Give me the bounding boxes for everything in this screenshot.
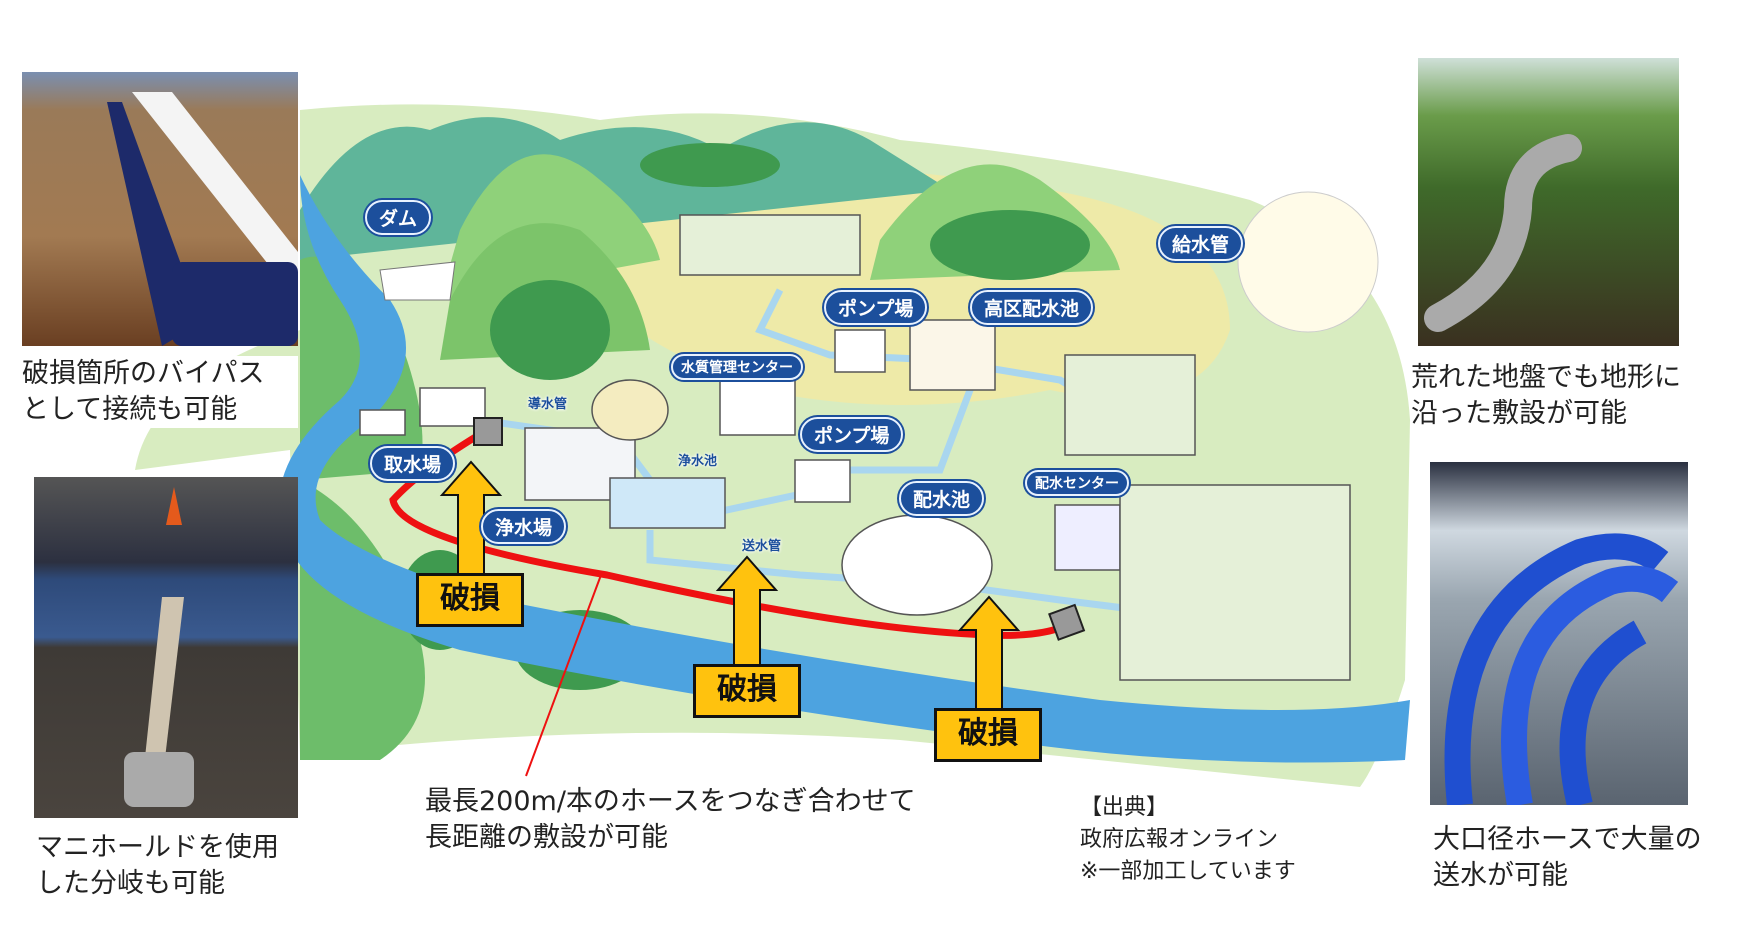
faucet-child-illustration <box>1237 191 1379 333</box>
damage-box-1: 破損 <box>416 573 524 627</box>
label-dam: ダム <box>365 200 432 235</box>
long-distance-annotation: 最長200m/本のホースをつなぎ合わせて 長距離の敷設が可能 <box>425 786 916 853</box>
label-distribution-reservoir: 配水池 <box>899 481 985 516</box>
label-supply-pipe: 給水管 <box>1158 226 1244 261</box>
damage-arrow-2-head <box>715 555 779 667</box>
damage-box-2: 破損 <box>693 664 801 718</box>
label-pump-station-1: ポンプ場 <box>824 290 928 325</box>
caption-manifold: マニホールドを使用 した分岐も可能 <box>36 830 279 902</box>
caption-bypass: 破損箇所のバイパス として接続も可能 <box>22 356 298 428</box>
hose-connector-end <box>1048 603 1086 641</box>
photo-large-diameter-hose <box>1430 462 1688 805</box>
label-intake: 取水場 <box>370 446 456 481</box>
source-note: 【出典】 政府広報オンライン ※一部加工しています <box>1080 795 1296 884</box>
photo-rough-terrain <box>1418 58 1679 346</box>
damage-arrow-3-head <box>957 595 1021 711</box>
photo-manifold <box>34 477 298 818</box>
caption-large-hose: 大口径ホースで大量の 送水が可能 <box>1433 822 1702 894</box>
photo-bypass-pipeline <box>22 72 298 346</box>
label-clear-water-basin: 浄水池 <box>678 454 718 469</box>
label-high-reservoir: 高区配水池 <box>970 290 1094 325</box>
label-transmission-pipe: 送水管 <box>742 539 782 554</box>
label-purification-plant: 浄水場 <box>481 509 567 544</box>
label-conduit: 導水管 <box>528 397 568 412</box>
annotation-pointer-line <box>525 574 602 777</box>
caption-rough-terrain: 荒れた地盤でも地形に 沿った敷設が可能 <box>1411 360 1681 432</box>
hose-connector-start <box>473 417 503 446</box>
label-pump-station-2: ポンプ場 <box>800 417 904 452</box>
label-distribution-center: 配水センター <box>1025 470 1129 496</box>
label-water-quality-center: 水質管理センター <box>671 354 803 380</box>
damage-box-3: 破損 <box>934 708 1042 762</box>
mountains <box>300 117 950 260</box>
river <box>278 175 1410 763</box>
